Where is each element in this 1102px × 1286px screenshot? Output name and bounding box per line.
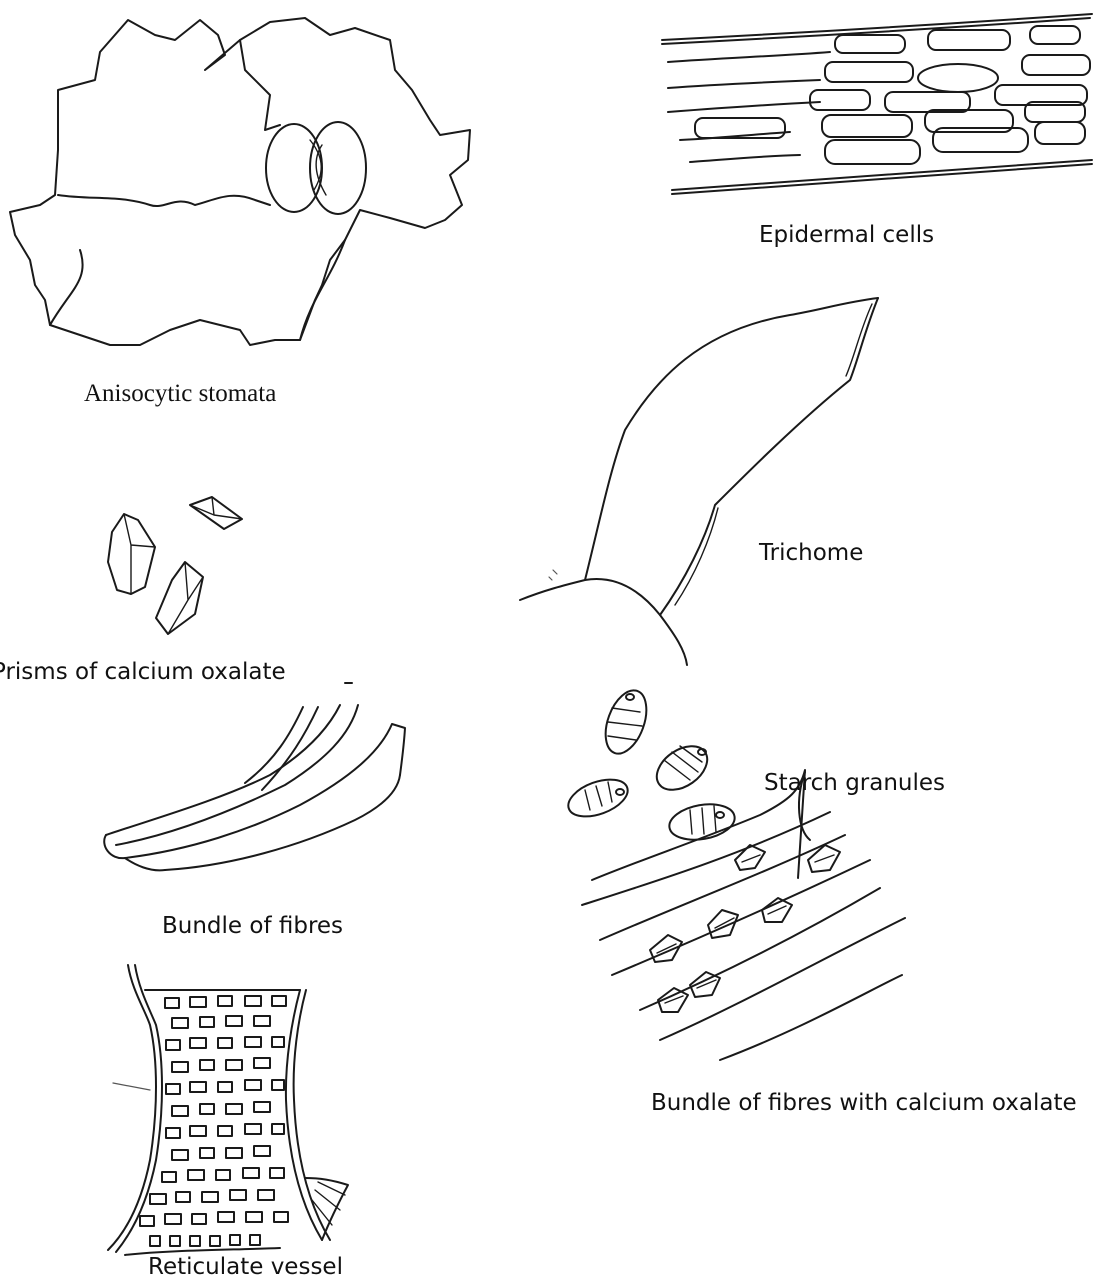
starch-granule bbox=[598, 685, 654, 759]
label-epidermal-cells: Epidermal cells bbox=[759, 222, 934, 248]
fibres-with-oxalate-drawing bbox=[582, 770, 905, 1060]
label-bundle-of-fibres-with-calcium-oxalate: Bundle of fibres with calcium oxalate bbox=[651, 1090, 1077, 1116]
label-anisocytic-stomata: Anisocytic stomata bbox=[84, 380, 276, 408]
starch-granules-drawing bbox=[563, 685, 737, 845]
calcium-oxalate-prisms-drawing bbox=[108, 497, 242, 634]
anisocytic-stomata-drawing bbox=[10, 18, 470, 345]
label-bundle-of-fibres: Bundle of fibres bbox=[162, 913, 343, 939]
starch-granule bbox=[649, 737, 716, 799]
label-starch-granules: Starch granules bbox=[764, 770, 945, 796]
epidermal-cells-drawing bbox=[662, 14, 1092, 194]
label-trichome: Trichome bbox=[759, 540, 863, 566]
label-reticulate-vessel: Reticulate vessel bbox=[148, 1254, 343, 1280]
reticulate-vessel-drawing bbox=[108, 965, 348, 1255]
starch-granule bbox=[563, 772, 632, 823]
trichome-drawing bbox=[520, 298, 878, 665]
label-prisms-of-calcium-oxalate: Prisms of calcium oxalate bbox=[0, 659, 286, 685]
fibres-bundle-drawing bbox=[104, 683, 405, 870]
